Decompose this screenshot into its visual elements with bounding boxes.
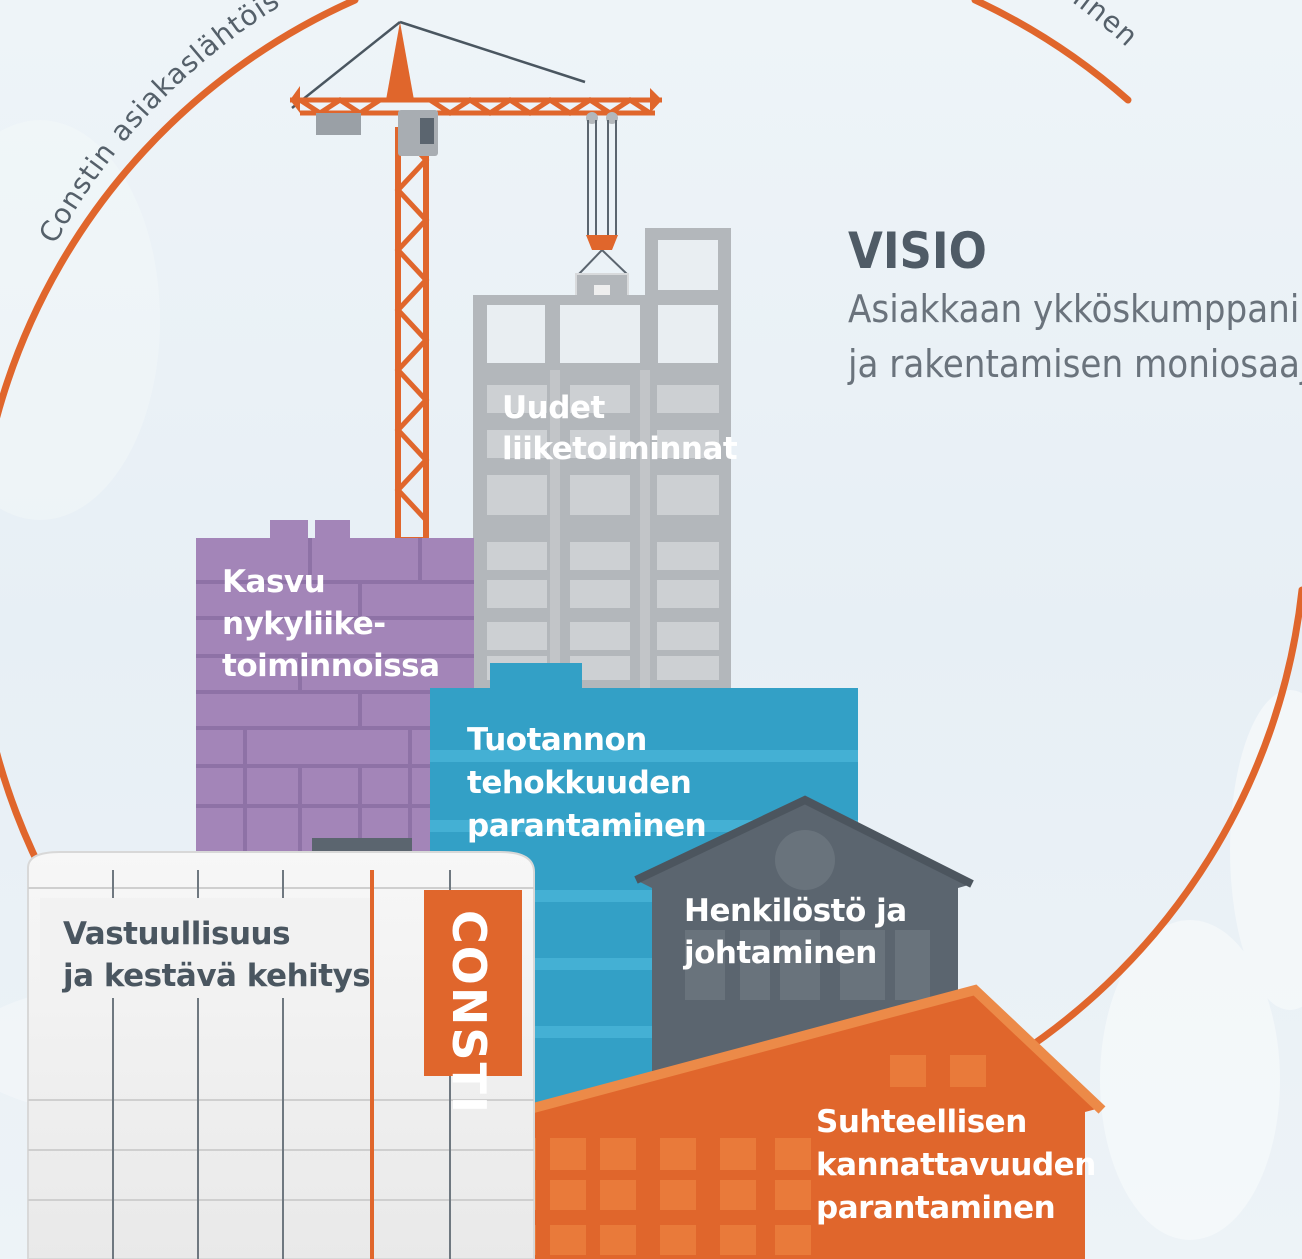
label-new-business-1: Uudet xyxy=(502,390,605,426)
arc-label-left: Constin asiakaslähtöis xyxy=(32,0,285,248)
building-growth: Kasvu nykyliike- toiminnoissa xyxy=(196,520,474,858)
label-production-2: tehokkuuden xyxy=(467,765,691,801)
label-new-business-2: liiketoiminnat xyxy=(502,431,738,467)
consti-logo: CONSTI xyxy=(424,890,522,1115)
label-sustainability-2: ja kestävä kehitys xyxy=(61,958,370,994)
vision-block: VISIO Asiakkaan ykköskumppani ja rakenta… xyxy=(847,222,1302,386)
label-production-1: Tuotannon xyxy=(467,722,647,758)
label-growth-3: toiminnoissa xyxy=(222,648,440,684)
label-production-3: parantaminen xyxy=(467,808,706,844)
label-profitability-1: Suhteellisen xyxy=(816,1104,1027,1140)
vision-line-1: Asiakkaan ykköskumppani xyxy=(848,287,1299,331)
vision-line-2: ja rakentamisen moniosaaj xyxy=(847,342,1302,386)
label-profitability-2: kannattavuuden xyxy=(816,1147,1096,1183)
building-new-business: Uudet liiketoiminnat xyxy=(473,228,738,730)
consti-logo-text: CONSTI xyxy=(442,910,496,1115)
vision-circle xyxy=(0,0,1302,1064)
label-personnel-2: johtaminen xyxy=(682,935,877,971)
label-sustainability-1: Vastuullisuus xyxy=(63,916,290,952)
label-profitability-3: parantaminen xyxy=(816,1190,1055,1226)
label-personnel-1: Henkilöstö ja xyxy=(684,893,907,929)
label-growth-2: nykyliike- xyxy=(222,606,386,642)
vision-title: VISIO xyxy=(848,222,987,280)
building-sustainability: Vastuullisuus ja kestävä kehitys CONSTI xyxy=(27,838,535,1259)
label-growth-1: Kasvu xyxy=(222,564,325,600)
